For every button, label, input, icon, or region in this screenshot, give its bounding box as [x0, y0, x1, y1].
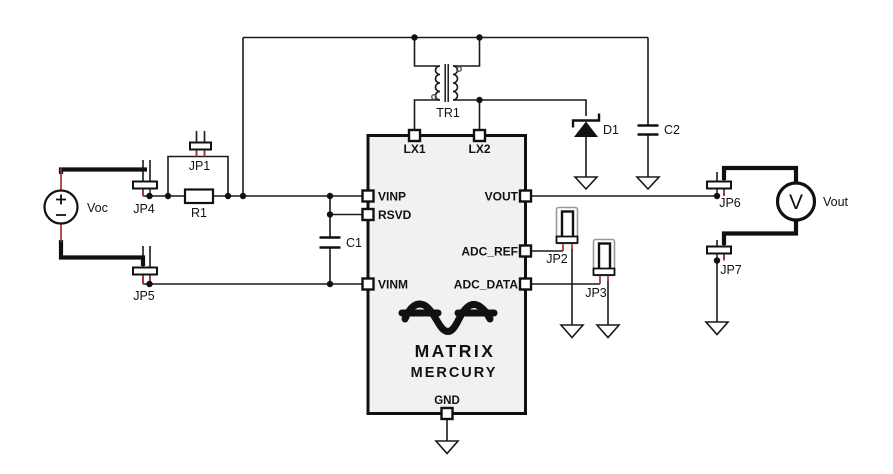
jp2-red-stubs — [562, 243, 573, 251]
pin-lx2 — [472, 128, 487, 143]
ground-icon-gnd-pin — [434, 440, 460, 455]
tr1-core — [444, 64, 449, 102]
ground-icon-jp7 — [704, 321, 730, 336]
ic-body — [366, 134, 527, 415]
tr1-dot-secondary — [456, 65, 463, 72]
wire-lx2-to-d1 — [479, 99, 587, 116]
r1-label: R1 — [191, 206, 207, 220]
lead-voc-minus — [58, 240, 146, 266]
jp7-label: JP7 — [720, 263, 742, 277]
wire-jp1-bypass — [167, 155, 229, 196]
pin-gnd — [440, 406, 454, 421]
capacitor-c2: C2 — [637, 123, 680, 137]
jumper-jp1: JP1 — [189, 141, 212, 173]
c1-plates — [319, 236, 341, 249]
jp3-label: JP3 — [585, 286, 607, 300]
jumper-jp5: JP5 — [132, 266, 158, 303]
jp7-bar — [706, 245, 732, 255]
jumper-jp3: JP3 — [585, 238, 616, 300]
pin-rsvd — [361, 207, 375, 222]
voltmeter-circle — [775, 181, 817, 222]
voltmeter-v-icon: V — [789, 191, 803, 214]
r1-body — [183, 188, 215, 205]
junction-dots — [146, 34, 721, 288]
d1-label: D1 — [603, 123, 619, 137]
diode-d1: D1 — [571, 113, 619, 137]
ground-icon-c2 — [635, 176, 661, 191]
jp4-pins — [142, 160, 151, 196]
jp3-base — [592, 267, 616, 276]
pin-label-lx2: LX2 — [468, 142, 490, 156]
tr1-secondary-winding — [452, 65, 459, 101]
jp2-label: JP2 — [546, 252, 568, 266]
jp1-red-stubs — [195, 149, 206, 157]
jp6-bar — [706, 180, 732, 190]
voltage-source-voc: Voc — [43, 189, 108, 225]
jp3-red-stubs — [599, 275, 609, 284]
jumper-jp7: JP7 — [706, 245, 742, 277]
lead-meter-top — [721, 165, 799, 184]
jumper-jp6: JP6 — [706, 180, 741, 210]
wire-primary-top — [413, 37, 440, 67]
pin-label-rsvd: RSVD — [378, 208, 412, 222]
ic-matrix-mercury: MATRIX MERCURY LX1 LX2 VINP RSVD VINM VO… — [361, 128, 533, 421]
pin-label-gnd: GND — [434, 395, 460, 407]
wire-secondary-top — [453, 37, 481, 67]
transformer-tr1: TR1 — [431, 64, 463, 120]
capacitor-c1: C1 — [319, 236, 362, 250]
pin-label-vinm: VINM — [378, 278, 408, 292]
jp1-label: JP1 — [189, 159, 211, 173]
ic-logo-wave-icon — [398, 300, 498, 336]
ic-brand-line1: MATRIX — [415, 341, 496, 361]
pin-vinp — [361, 189, 375, 203]
pin-vinm — [361, 277, 375, 291]
ground-icon-jp3 — [595, 324, 621, 339]
voc-circle — [43, 189, 79, 225]
tr1-primary-winding — [434, 65, 441, 101]
c2-plates — [637, 124, 659, 136]
jp1-bar — [189, 141, 212, 151]
pin-label-adc-data: ADC_DATA — [454, 278, 519, 292]
ground-icon-d1 — [573, 176, 599, 191]
ic-brand-line2: MERCURY — [411, 365, 498, 381]
wires — [58, 36, 799, 441]
pin-adc-ref — [518, 244, 533, 258]
pin-label-adc-ref: ADC_REF — [461, 245, 518, 259]
jp4-bar — [132, 180, 158, 190]
voc-label: Voc — [87, 201, 108, 215]
resistor-r1: R1 — [183, 188, 215, 220]
c1-label: C1 — [346, 236, 362, 250]
tr1-label: TR1 — [436, 106, 460, 120]
jp4-label: JP4 — [133, 202, 155, 216]
jp2-shunt — [560, 210, 575, 239]
lead-meter-bottom — [721, 219, 799, 245]
c2-label: C2 — [664, 123, 680, 137]
wire-primary-to-lx1 — [413, 99, 440, 130]
pin-adc-data — [518, 277, 533, 291]
voltmeter-vout: V Vout — [775, 181, 849, 222]
d1-anode-triangle — [574, 121, 598, 137]
jp3-shunt — [597, 242, 612, 271]
pin-label-lx1: LX1 — [403, 142, 425, 156]
vout-label: Vout — [823, 195, 849, 209]
pin-label-vinp: VINP — [378, 190, 406, 204]
jp5-label: JP5 — [133, 289, 155, 303]
jumper-jp2: JP2 — [546, 206, 579, 266]
pin-vout — [518, 189, 533, 203]
plus-icon — [56, 194, 66, 205]
pin-label-vout: VOUT — [485, 190, 519, 204]
ground-symbols — [434, 176, 730, 455]
jumper-jp4: JP4 — [132, 180, 158, 216]
ground-icon-jp2 — [559, 324, 585, 339]
jp5-bar — [132, 266, 158, 276]
lead-voc-plus — [58, 167, 147, 174]
jp6-label: JP6 — [719, 196, 741, 210]
d1-cathode-bar — [571, 113, 601, 128]
pin-lx1 — [407, 128, 422, 143]
tr1-dot-primary — [431, 93, 438, 100]
jp2-base — [555, 235, 579, 244]
